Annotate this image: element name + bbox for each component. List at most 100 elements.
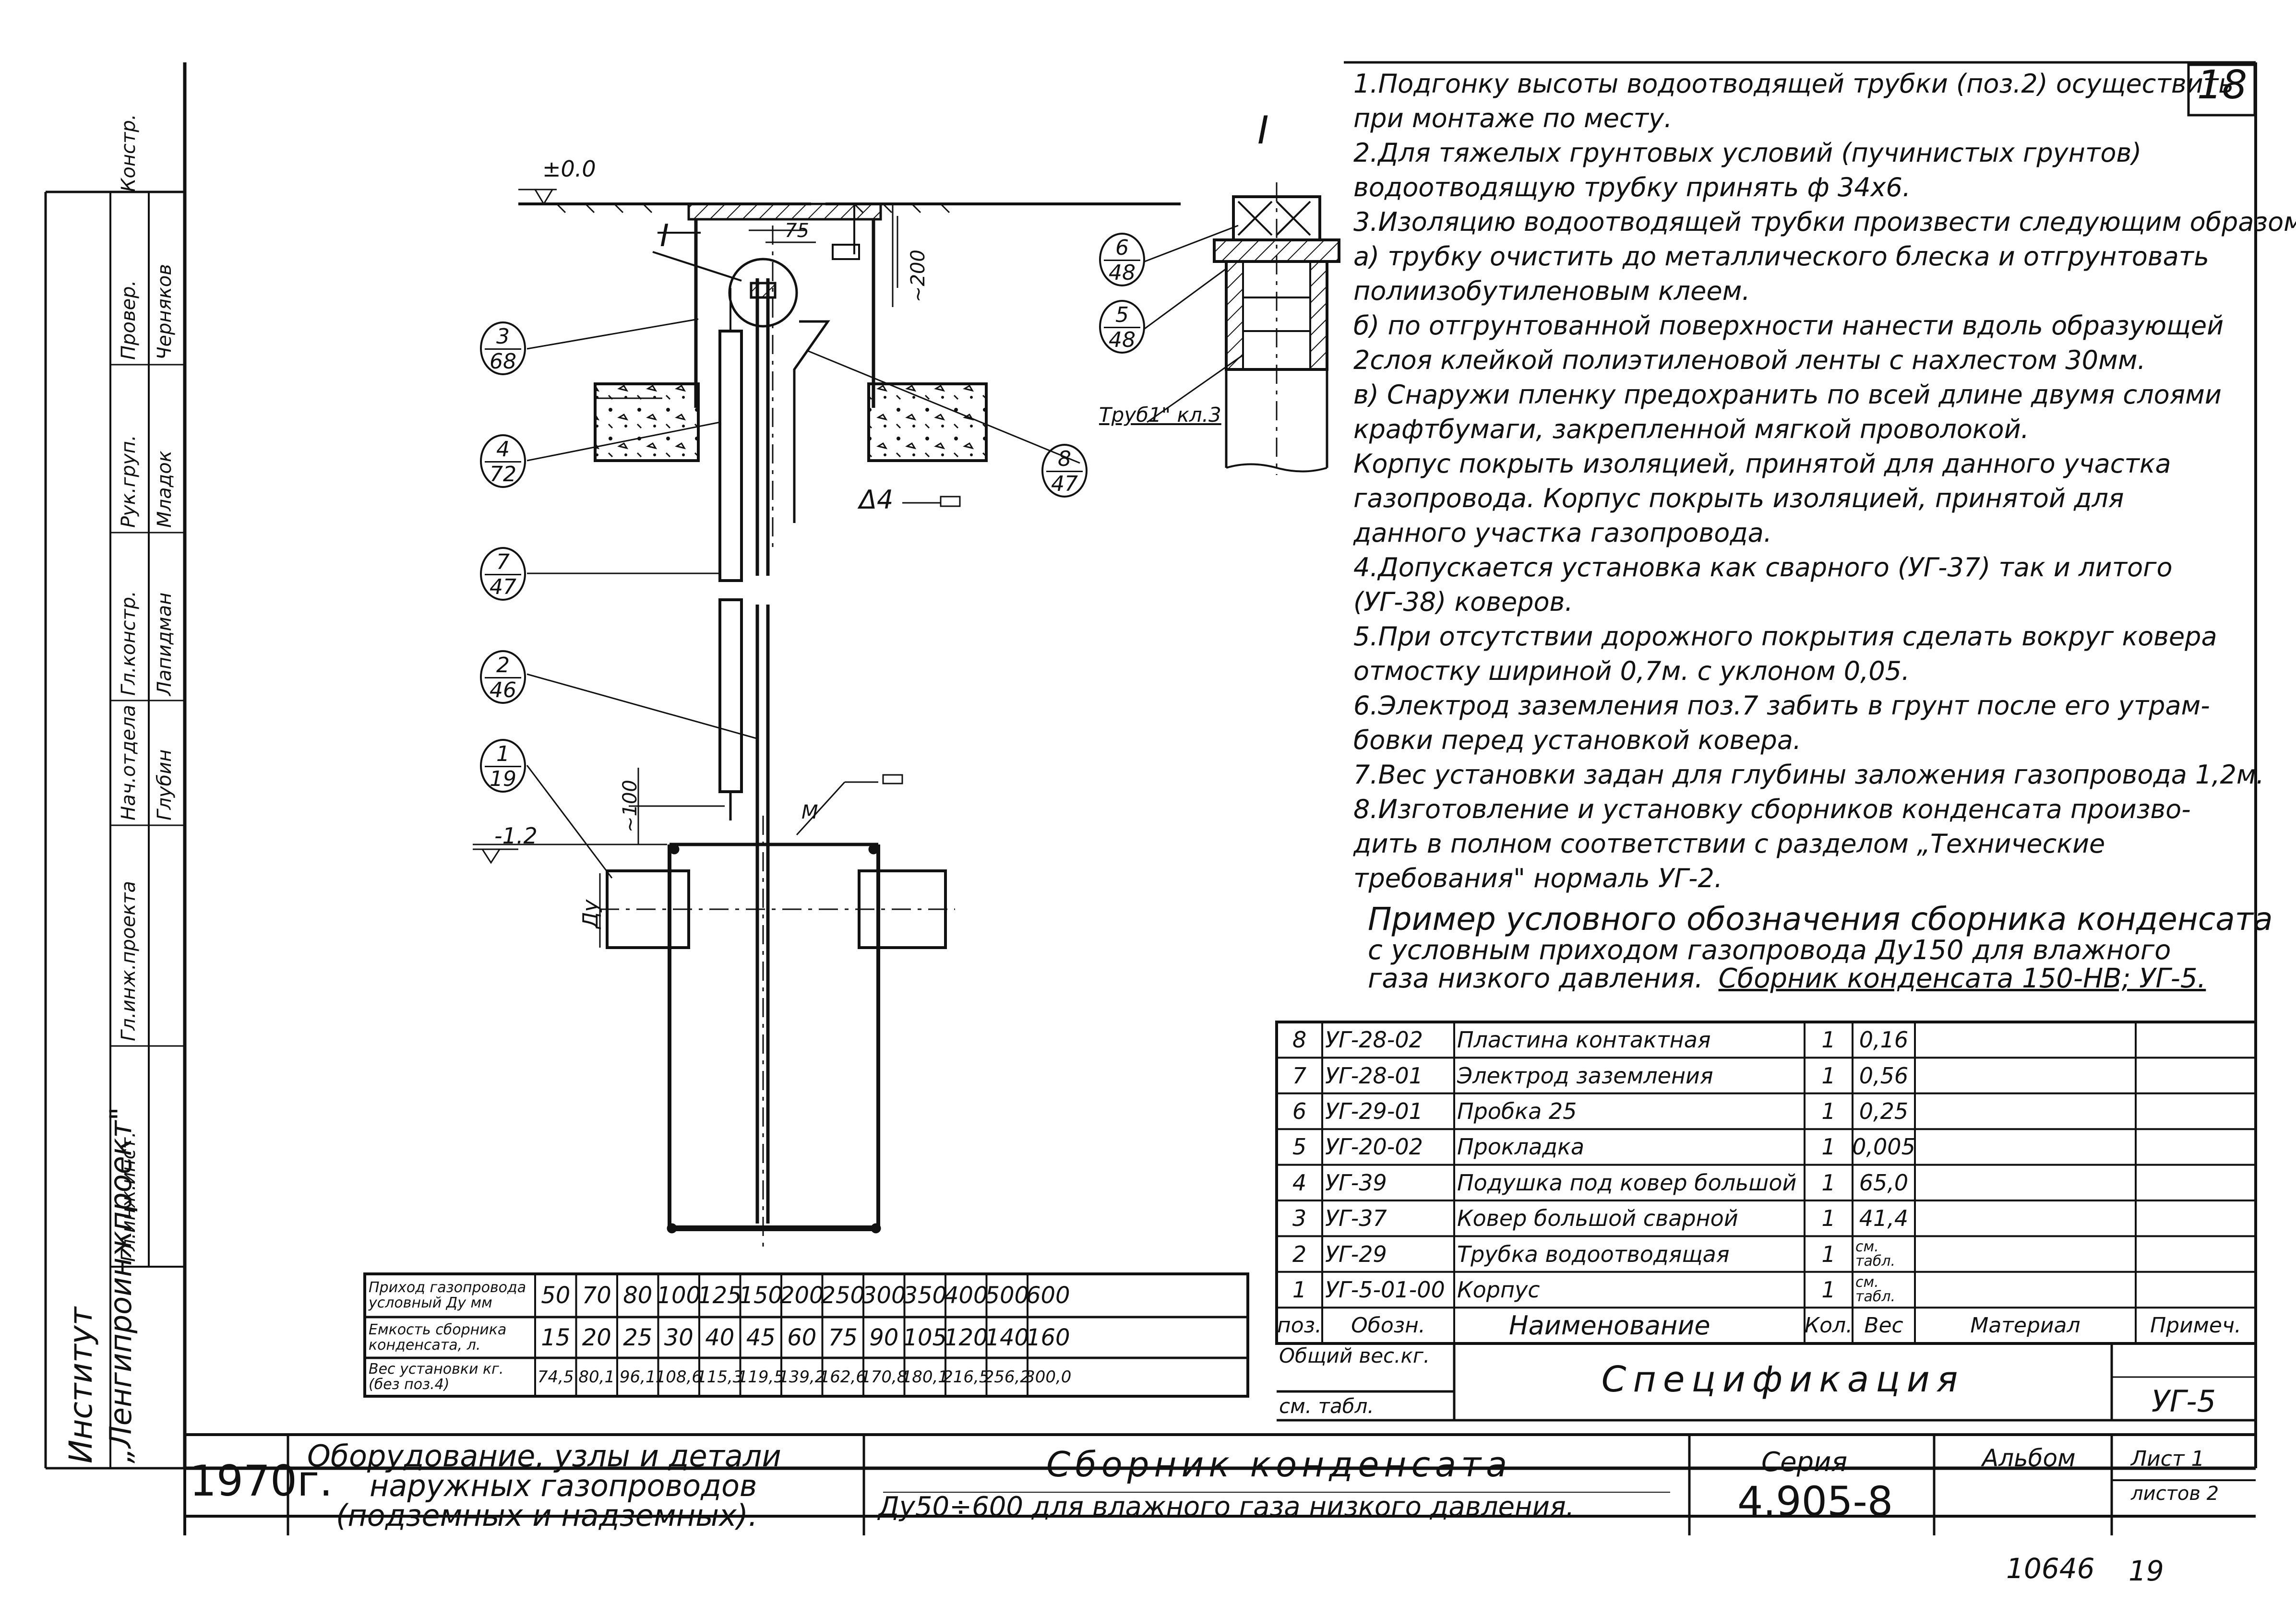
note-line: в) Снаружи пленку предохранить по всей д… [1353,380,2222,410]
spec-weight: см. табл. [1855,1273,1896,1305]
spec-qty: 1 [1821,1027,1836,1053]
balloon-position: 1 [496,742,510,766]
tb-title-2: Ду50÷600 для влажного газа низкого давле… [878,1491,1575,1522]
spec-pos: 3 [1292,1205,1307,1232]
spec-header-pos: поз. [1277,1313,1322,1338]
spec-pos: 8 [1292,1027,1307,1053]
pipe-note: Труб1" кл.3 [1099,403,1221,427]
leader-lines [526,225,1239,879]
note-line: 2слоя клейкой полиэтиленовой ленты с нах… [1353,345,2146,375]
spec-material [1918,1272,2133,1307]
balloon-position: 4 [496,437,510,462]
spec-header-material: Материал [1970,1313,2081,1338]
spec-material [1918,1129,2133,1164]
drain-tube [728,258,830,1224]
note-line: 5.При отсутствии дорожного покрытия сдел… [1353,621,2217,652]
dimension-lines [473,204,961,948]
spec-qty: 1 [1821,1062,1836,1089]
dn-weight-cell: 80,1 [578,1367,615,1387]
note-line: дить в полном соответствии с разделом „Т… [1353,829,2105,859]
example-line-2: с условным приходом газопровода Ду150 дл… [1368,935,2171,966]
spec-header-code: Обозн. [1351,1313,1425,1338]
example-line-3: газа низкого давления. [1368,963,1703,994]
weld-m-label: M [801,801,818,823]
spec-qty: 1 [1821,1276,1836,1303]
spec-header-note: Примеч. [2150,1313,2241,1338]
note-line: 2.Для тяжелых грунтовых условий (пучинис… [1353,138,2142,168]
balloon-position: 2 [496,653,510,677]
spec-material [1918,1200,2133,1236]
spec-qty: 1 [1821,1134,1836,1160]
tb-series: 4.905-8 [1737,1478,1893,1525]
spec-code: УГ-28-02 [1325,1027,1423,1053]
spec-name: Трубка водоотводящая [1457,1241,1730,1267]
spec-name: Пробка 25 [1457,1098,1577,1124]
dn-capacity-cell: 160 [1026,1324,1070,1351]
spec-weight: 0,25 [1859,1098,1909,1124]
tb-sheets: листов 2 [2131,1483,2219,1505]
archive-page: 19 [2129,1555,2164,1587]
condensate-body [600,226,955,1248]
dn-capacity-cell: 15 [541,1324,571,1351]
spec-weight: 0,16 [1859,1027,1909,1053]
spec-code: УГ-5-01-00 [1325,1276,1445,1303]
balloon-divider [1104,327,1140,328]
dn-row-label: Емкость сборника конденсата, л. [369,1321,507,1354]
balloon-sheet: 48 [1109,261,1136,285]
balloon-divider [485,348,521,350]
spec-pos: 6 [1292,1098,1307,1124]
balloon-sheet: 47 [1051,472,1078,496]
spec-name: Пластина контактная [1457,1027,1711,1053]
balloon-sheet: 47 [490,575,516,599]
spec-note [2139,1022,2253,1057]
dn-capacity-cell: 60 [787,1324,817,1351]
dn-weight-cell: 170,8 [861,1367,908,1387]
dn-row-label: Приход газопровода условный Ду мм [369,1279,526,1311]
dn-capacity-cell: 105 [903,1324,947,1351]
tb-role: Гл.констр. [118,591,140,696]
dn-weight-cell: 139,2 [778,1367,825,1387]
spec-code: УГ-5 [2151,1383,2216,1419]
spec-title: Спецификация [1601,1359,1965,1400]
dn-capacity-cell: 40 [705,1324,735,1351]
dn-capacity-cell: 20 [582,1324,611,1351]
spec-header-name: Наименование [1509,1310,1710,1341]
dn-dn-cell: 400 [944,1282,988,1309]
spec-pos: 4 [1292,1169,1307,1196]
example-designation: Сборник конденсата 150-НВ; УГ-5. [1718,963,2206,994]
spec-table-grid [1275,1021,2257,1422]
dim-100: ~100 [619,780,641,832]
dn-weight-cell: 96,1 [619,1367,656,1387]
spec-weight: 0,56 [1859,1062,1909,1089]
dim-75: 75 [785,220,809,242]
balloon-position: 6 [1115,236,1129,260]
spec-pos: 5 [1292,1134,1307,1160]
spec-material [1918,1236,2133,1271]
spec-weight: 65,0 [1859,1169,1909,1196]
section-label: I [1257,108,1269,153]
spec-pos: 7 [1292,1062,1307,1089]
tb-title-1: Сборник конденсата [1046,1444,1512,1485]
note-line: Корпус покрыть изоляцией, принятой для д… [1353,449,2171,479]
spec-material [1918,1165,2133,1200]
dn-table-grid [363,1272,1249,1398]
dn-dn-cell: 150 [739,1282,783,1309]
tb-role: Гл.инж.проекта [118,880,140,1041]
note-line: требования" нормаль УГ-2. [1353,863,1723,893]
tb-role: Глубин [154,749,176,820]
balloon-position: 7 [496,550,510,574]
spec-code: УГ-37 [1325,1205,1387,1232]
dn-weight-cell: 180,1 [901,1367,948,1387]
note-line: отмостку шириной 0,7м. с уклоном 0,05. [1353,656,1910,686]
tb-sheet: Лист 1 [2131,1447,2205,1471]
dn-dn-cell: 200 [779,1282,824,1309]
spec-header-weight: Вес [1864,1313,1903,1338]
spec-name: Ковер большой сварной [1457,1205,1738,1232]
dn-capacity-cell: 140 [985,1324,1029,1351]
dn-capacity-cell: 75 [828,1324,858,1351]
note-line: крафтбумаги, закрепленной мягкой проволо… [1353,414,2029,444]
